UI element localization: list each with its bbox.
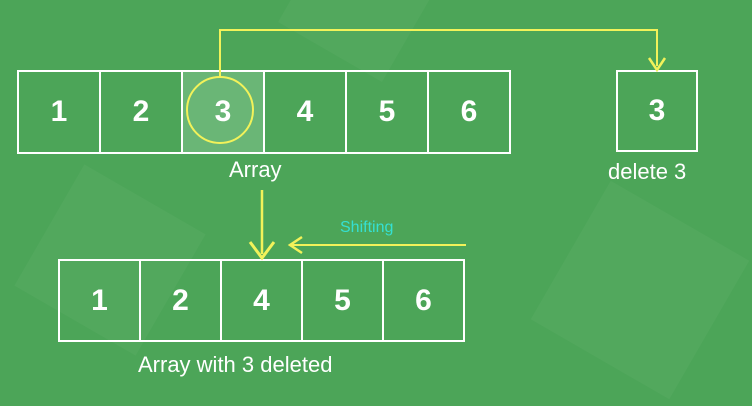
shift-arrow-head (287, 235, 303, 255)
result-array-label: Array with 3 deleted (138, 352, 333, 377)
array-cell: 6 (382, 259, 465, 342)
deleted-element-label: delete 3 (608, 159, 687, 184)
result-array: 1 2 4 5 6 (58, 259, 465, 342)
down-arrow-head (248, 241, 276, 261)
delete-arrow (219, 29, 658, 77)
shifting-label: Shifting (340, 219, 394, 236)
delete-arrow-head (647, 57, 667, 73)
highlight-ring (186, 76, 254, 144)
original-array: 1 2 3 4 5 6 (17, 70, 511, 154)
array-cell-highlighted: 3 (181, 70, 265, 154)
original-array-label: Array (229, 157, 282, 182)
array-cell: 6 (427, 70, 511, 154)
